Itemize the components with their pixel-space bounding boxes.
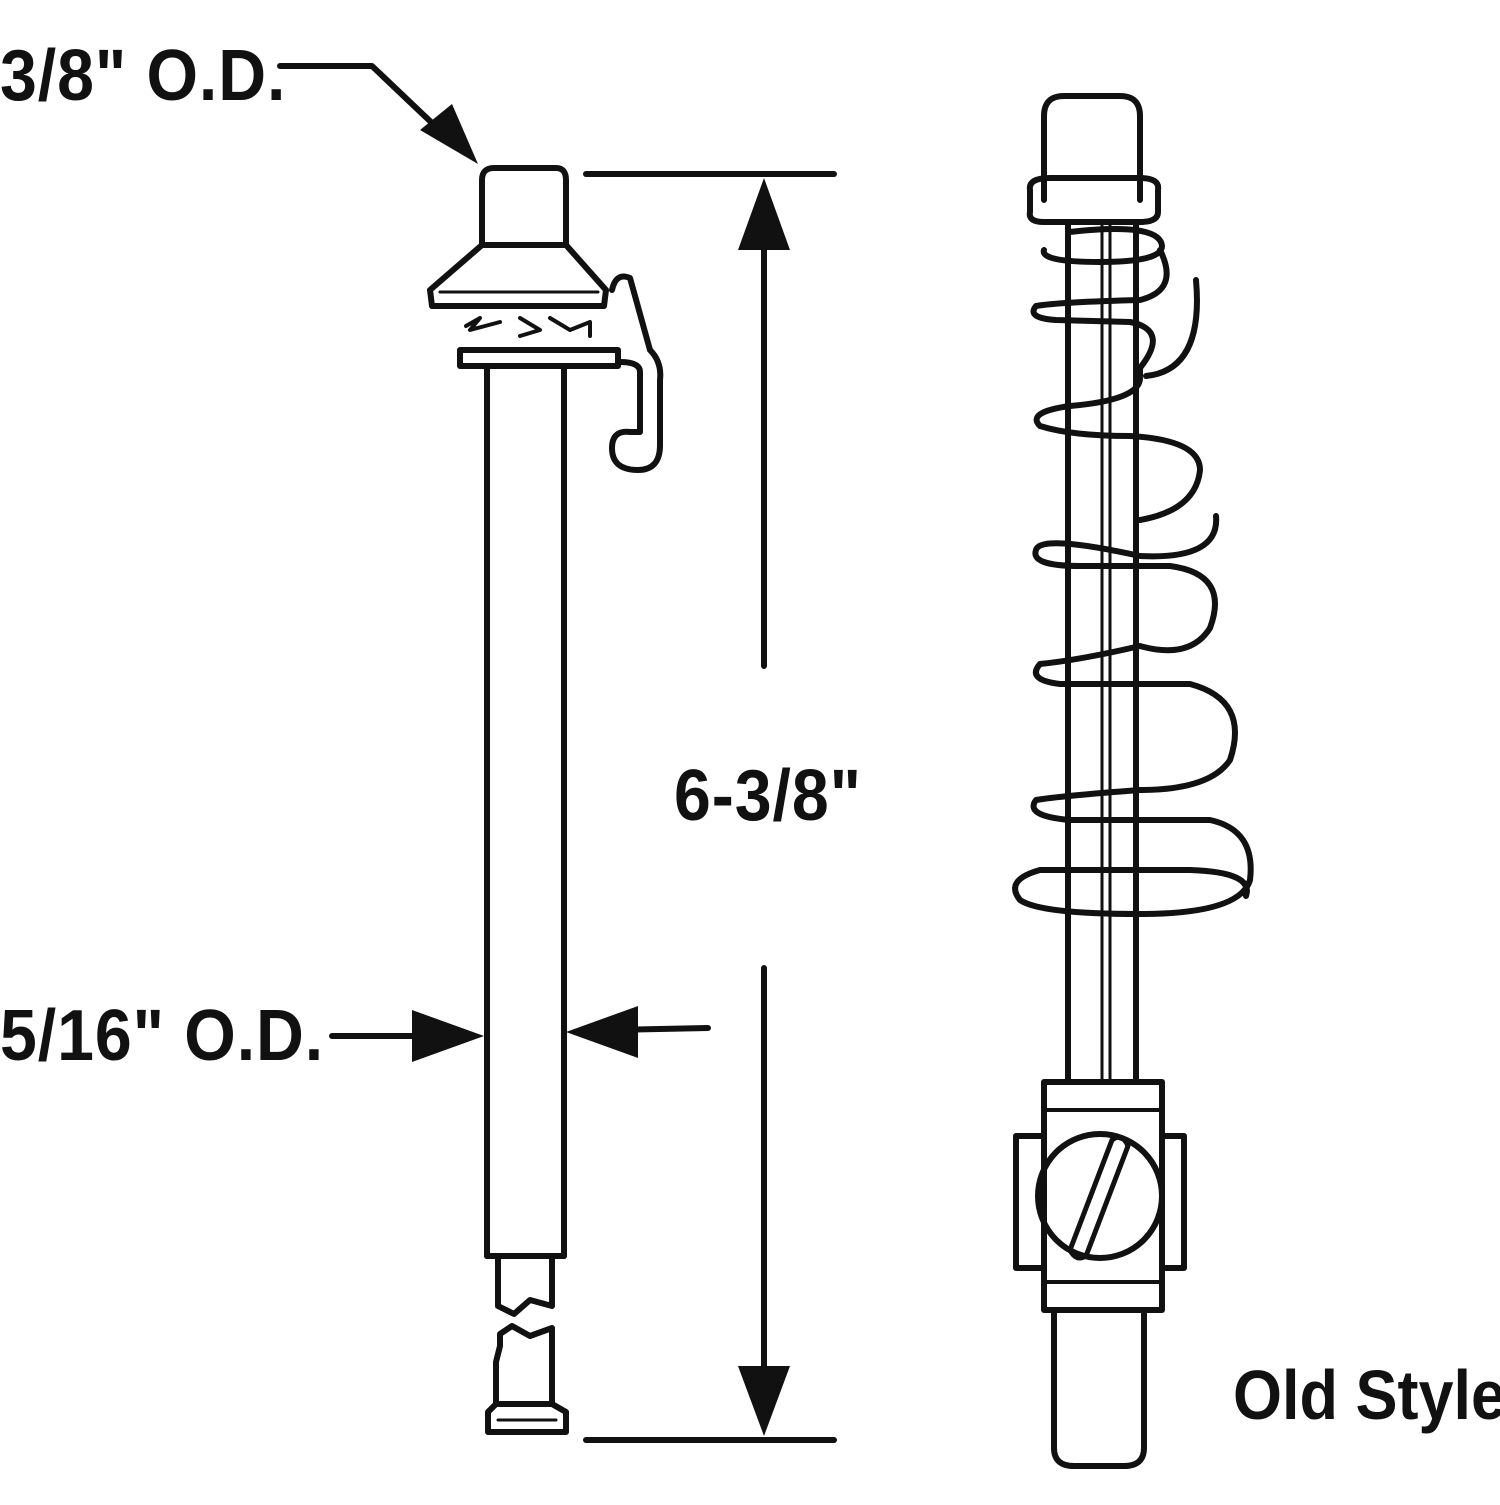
overall-length-label: 6-3/8" <box>674 756 862 836</box>
screw-head <box>1035 1131 1165 1261</box>
pin-cone-flange <box>427 242 609 309</box>
old-pin-spring <box>1012 226 1254 917</box>
pin-tip-upper <box>495 1253 555 1317</box>
top-od-label: 3/8" O.D. <box>0 36 287 116</box>
pin-tip-lower <box>485 1323 569 1435</box>
top-od-leader <box>277 63 478 164</box>
pin-wire-handle <box>609 273 664 473</box>
old-pin-left-lug <box>1013 1133 1047 1271</box>
old-pin-lower-end <box>1051 1307 1147 1469</box>
new-style-pin <box>427 165 664 1435</box>
length-arrow-up <box>738 178 790 250</box>
pin-small-spring <box>464 316 592 338</box>
old-style-pin <box>1012 93 1254 1469</box>
old-pin-washer <box>1026 175 1162 225</box>
length-arrow-down <box>738 1366 790 1436</box>
old-pin-right-lug <box>1159 1133 1187 1271</box>
old-style-label: Old Style <box>1233 1356 1500 1434</box>
old-pin-body <box>1041 1079 1165 1313</box>
pin-top-cap <box>479 165 569 248</box>
length-dimension <box>583 171 837 1443</box>
shaft-od-label: 5/16" O.D. <box>0 996 325 1076</box>
shaft-od-arrows <box>329 1006 711 1062</box>
pin-collar <box>457 347 621 369</box>
screw-slot <box>1067 1134 1131 1261</box>
old-pin-top-cap <box>1041 93 1143 203</box>
